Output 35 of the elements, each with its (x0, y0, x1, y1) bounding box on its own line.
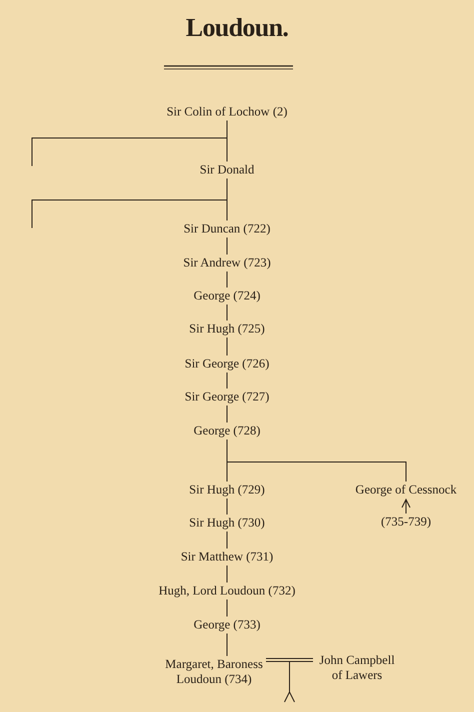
person-name: Margaret, Baroness Loudoun (734) (162, 656, 266, 688)
person-name: George (728) (192, 422, 262, 440)
title: Loudoun. (186, 12, 288, 44)
descent-line (32, 120, 228, 166)
descent-line (226, 599, 228, 617)
descent-line (226, 405, 228, 423)
person-name: John Campbell of Lawers (313, 652, 401, 684)
person-name: Sir Hugh (725) (187, 320, 267, 338)
descent-line (226, 372, 228, 389)
marriage-line (266, 658, 314, 662)
person-name: Sir Duncan (722) (182, 220, 272, 238)
descent-line (226, 439, 406, 482)
descent-line (226, 498, 228, 515)
descent-line (32, 178, 228, 228)
descent-line (226, 633, 228, 656)
descent-line (226, 565, 228, 583)
person-name: Hugh, Lord Loudoun (732) (156, 582, 298, 600)
descent-line (226, 237, 228, 255)
person-name: (735-739) (379, 514, 433, 530)
person-name: George (724) (192, 288, 262, 304)
person-name: Sir Hugh (730) (187, 514, 267, 532)
descent-line (226, 304, 228, 321)
person-name: George (733) (192, 616, 262, 634)
person-name: Sir George (726) (182, 356, 272, 372)
person-name: Sir George (727) (182, 388, 272, 406)
descent-line (226, 271, 228, 288)
person-name: Sir Matthew (731) (178, 548, 276, 566)
person-name: Sir Colin of Lochow (2) (164, 104, 290, 120)
person-name: Sir Hugh (729) (187, 482, 267, 498)
person-name: George of Cessnock (353, 482, 459, 498)
descent-line (226, 531, 228, 549)
descent-line (226, 337, 228, 356)
descent-arrow (402, 499, 410, 514)
person-name: Sir Andrew (723) (181, 254, 273, 272)
person-name: Sir Donald (198, 162, 256, 178)
